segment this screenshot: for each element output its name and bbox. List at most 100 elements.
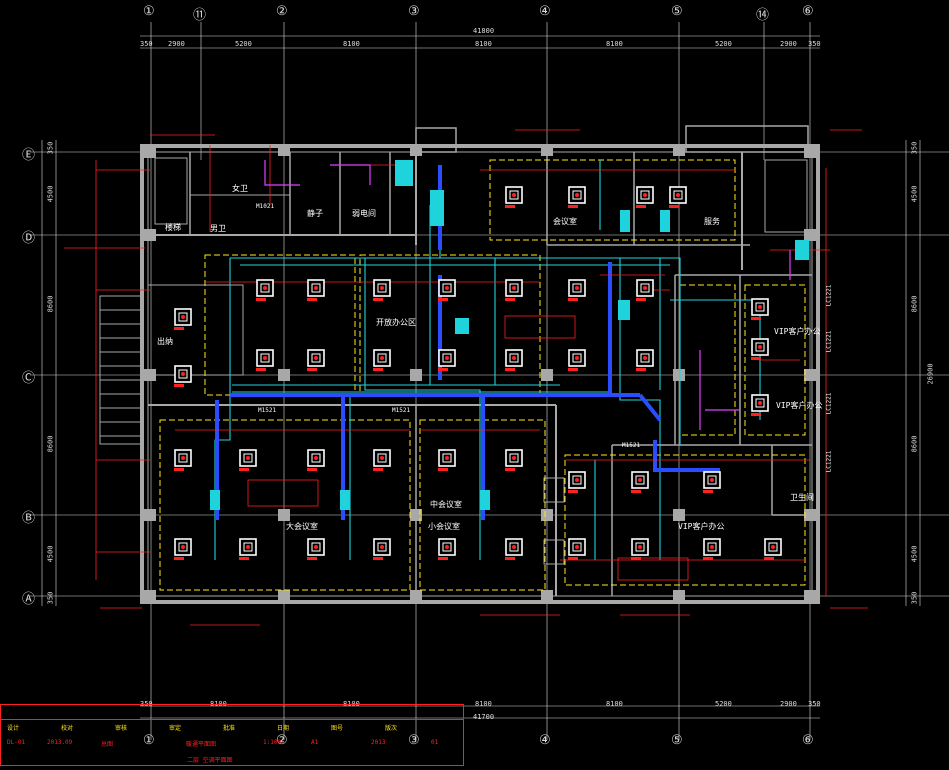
cell: 总图: [101, 741, 114, 748]
dim: 8100: [343, 40, 360, 48]
dim-total-bottom: 41700: [473, 713, 495, 721]
diffuser: [568, 471, 586, 493]
room-label: 开放办公区: [376, 318, 416, 327]
axis-marker: Ⓑ: [22, 511, 36, 526]
dim: 8100: [606, 40, 623, 48]
axis-marker: ②: [276, 733, 288, 748]
dim: 8600: [46, 435, 55, 453]
top-dimensions: 350 2900 5200 8100 8100 8100 5200 2900 3…: [140, 40, 821, 50]
axis-marker: Ⓒ: [22, 371, 36, 386]
room-label: 女卫: [232, 184, 248, 193]
diffuser: [751, 298, 769, 320]
axis-marker: ⑥: [802, 733, 814, 748]
cell: DL-01: [7, 739, 26, 746]
diffuser: [505, 349, 523, 371]
cell: 设计: [7, 725, 20, 732]
room-label: 静子: [307, 209, 323, 218]
room-label: 中会议室: [430, 500, 462, 509]
cell: 暖通平面图: [186, 741, 217, 748]
diffuser: [568, 349, 586, 371]
diffuser: [438, 449, 456, 471]
cell: 2013: [371, 739, 386, 746]
dim: 4500: [46, 545, 55, 563]
axis-marker: Ⓐ: [22, 592, 36, 607]
axis-marker: Ⓓ: [22, 231, 36, 246]
diffuser: [239, 449, 257, 471]
axis-marker: ④: [539, 733, 551, 748]
title-block: 设计 校对 审核 审定 批准 日期 图号 版次 DL-01 2013.09 总图…: [0, 704, 464, 766]
window-tag: LC1221: [825, 392, 833, 415]
dim: 8100: [606, 700, 623, 708]
diffuser: [373, 538, 391, 560]
diffuser: [256, 279, 274, 301]
axis-marker: ②: [276, 4, 288, 19]
diffuser: [505, 538, 523, 560]
diffuser: [764, 538, 782, 560]
door-tag: M1521: [392, 407, 411, 414]
diffuser: [174, 308, 192, 330]
room-label: 男卫: [210, 224, 226, 233]
dim: 350: [140, 40, 153, 48]
axis-marker: Ⓔ: [22, 148, 36, 163]
ceiling-diffusers: [174, 186, 782, 560]
axis-marker: ①: [143, 4, 155, 19]
door-tag: M1521: [258, 407, 277, 414]
dim: 5200: [715, 700, 732, 708]
diffuser: [636, 279, 654, 301]
dim: 350: [808, 700, 821, 708]
diffuser: [256, 349, 274, 371]
room-label: VIP客户办公: [776, 401, 823, 410]
axis-marker: ⑥: [802, 4, 814, 19]
cell: 审核: [115, 725, 128, 732]
diffuser: [438, 349, 456, 371]
room-label: 会议室: [553, 217, 577, 226]
dim-total-right: 26900: [926, 363, 935, 385]
room-label: 弱电间: [352, 209, 376, 218]
room-label: VIP客户办公: [678, 522, 725, 531]
diffuser: [307, 449, 325, 471]
window-tag: LC1221: [825, 284, 833, 307]
dim-total-top: 41800: [473, 27, 495, 35]
room-label: VIP客户办公: [774, 327, 821, 336]
cell: A1: [311, 739, 319, 746]
diffuser: [174, 449, 192, 471]
door-tag: M1521: [622, 442, 641, 449]
axis-marker: ③: [408, 4, 420, 19]
room-label: 卫生间: [790, 493, 814, 502]
diffuser: [239, 538, 257, 560]
axis-marker: ⑪: [193, 8, 207, 23]
dim: 5200: [235, 40, 252, 48]
dim: 8600: [46, 295, 55, 313]
diffuser: [751, 394, 769, 416]
dim: 350: [46, 591, 55, 605]
axis-marker: ⑤: [671, 733, 683, 748]
cell: 版次: [385, 725, 398, 732]
diffuser: [636, 186, 654, 208]
diffuser: [438, 279, 456, 301]
dim: 4500: [46, 185, 55, 203]
room-label: 出纳: [157, 337, 173, 346]
diffuser: [307, 279, 325, 301]
diffuser: [174, 365, 192, 387]
diffuser: [307, 538, 325, 560]
diffuser: [631, 471, 649, 493]
dim: 8600: [910, 295, 919, 313]
plumbing: [264, 160, 791, 430]
window-tag: LC1221: [825, 450, 833, 473]
title-block-grid: [1, 719, 463, 766]
diffuser: [568, 186, 586, 208]
diffuser: [568, 279, 586, 301]
room-label: 小会议室: [428, 522, 460, 531]
diffuser: [307, 349, 325, 371]
diffuser: [438, 538, 456, 560]
diffuser: [568, 538, 586, 560]
dim: 8600: [910, 435, 919, 453]
cell: 图号: [331, 725, 344, 732]
dim: 5200: [715, 40, 732, 48]
cell: 1:100: [263, 739, 282, 746]
diffuser: [505, 279, 523, 301]
cell: 校对: [61, 725, 74, 732]
dim: 4500: [910, 185, 919, 203]
